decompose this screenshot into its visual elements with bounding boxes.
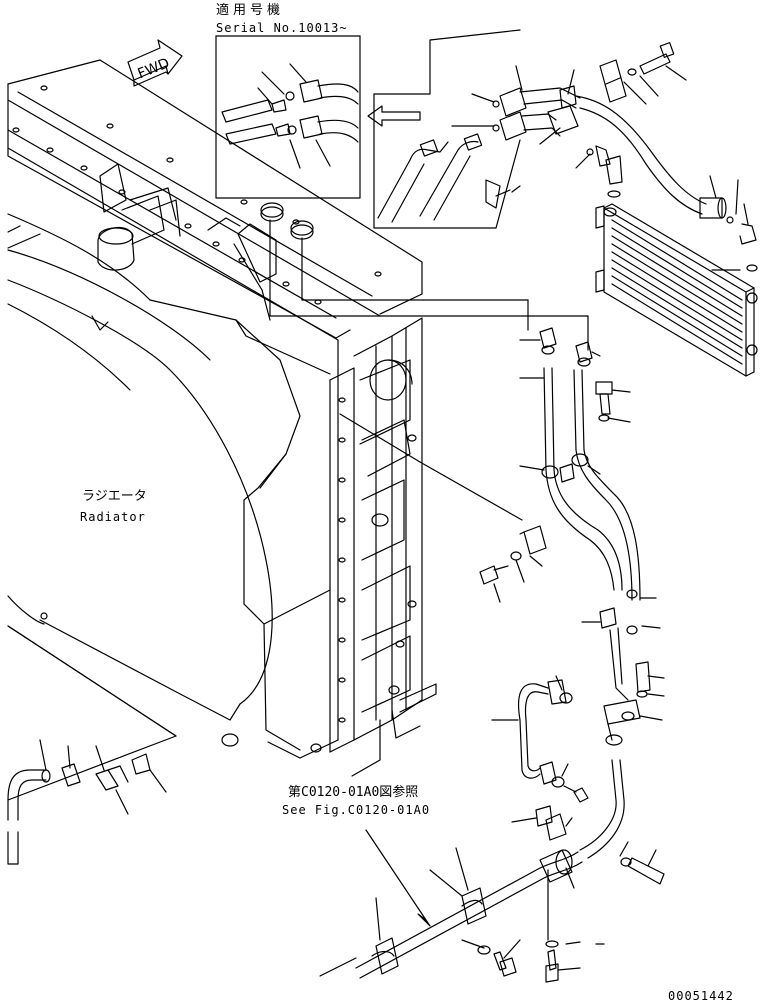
lower-pipe-assembly [319,829,665,983]
radiator-shroud: ラジエータ Radiator [7,213,331,801]
serial-title-jp: 適用号機 [216,2,284,18]
radiator-label-en: Radiator [80,510,146,524]
reference-label-en: See Fig.C0120-01A0 [282,803,430,817]
hose-group-inset [373,29,581,229]
forward-arrow-icon: FWD [127,39,183,87]
radiator-label-jp: ラジエータ [82,489,147,504]
upper-bracket-hardware [575,42,757,245]
serial-inset: 適用号機 Serial No.10013~ [215,2,361,199]
radiator-assembly [7,59,589,777]
transition-arrow-icon [367,105,421,127]
serial-title-en: Serial No.10013~ [216,21,348,35]
drawing-number: 00051442 [668,989,734,1003]
oil-cooler [595,203,758,377]
reference-label-jp: 第C0120-01A0図参照 [288,784,418,800]
hose-lines [339,327,665,859]
lower-left-hose [7,739,167,865]
